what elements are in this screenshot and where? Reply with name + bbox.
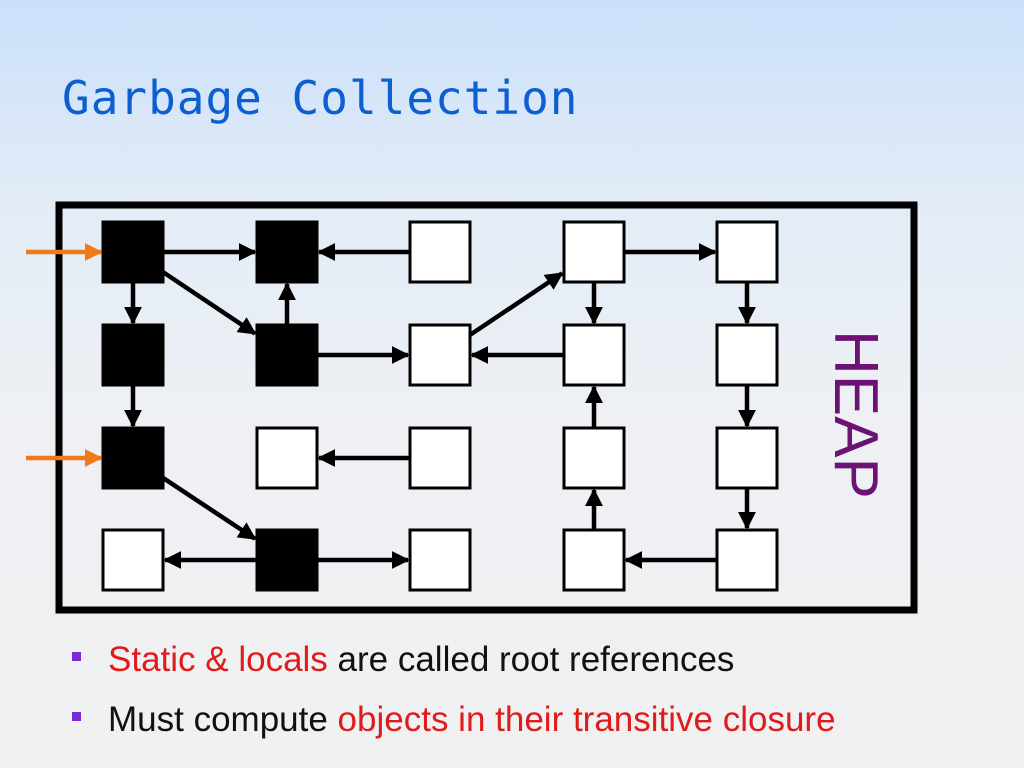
root-reference-arrows bbox=[26, 243, 103, 467]
unreachable-object-b5 bbox=[715, 323, 779, 387]
bullet-square-icon bbox=[72, 652, 81, 661]
unreachable-object-c5 bbox=[715, 426, 779, 490]
bullet-item: Must compute objects in their transitive… bbox=[70, 690, 836, 750]
reachable-object-b2 bbox=[255, 323, 319, 387]
reachable-object-a1 bbox=[101, 220, 165, 284]
reachable-object-a2 bbox=[255, 220, 319, 284]
heap-diagram bbox=[26, 201, 918, 614]
reachable-object-b1 bbox=[101, 323, 165, 387]
unreachable-object-d3 bbox=[408, 528, 472, 592]
heap-label: HEAP bbox=[821, 330, 890, 499]
bullet-list: Static & locals are called root referenc… bbox=[70, 630, 836, 750]
unreachable-object-c2 bbox=[255, 426, 319, 490]
reachable-object-d2 bbox=[255, 528, 319, 592]
unreachable-object-b4 bbox=[562, 323, 626, 387]
unreachable-object-c4 bbox=[562, 426, 626, 490]
unreachable-object-c3 bbox=[408, 426, 472, 490]
slide-title: Garbage Collection bbox=[62, 71, 579, 125]
bullet-text-highlight: Static & locals bbox=[108, 640, 328, 679]
unreachable-object-a4 bbox=[562, 220, 626, 284]
reference-arrow-a1-b2 bbox=[161, 270, 257, 336]
bullet-text: are called root references bbox=[327, 640, 735, 679]
bullet-item: Static & locals are called root referenc… bbox=[70, 630, 836, 690]
bullet-text-highlight: objects in their transitive closure bbox=[337, 700, 836, 739]
bullet-square-icon bbox=[72, 712, 81, 721]
reference-arrow-b3-a4 bbox=[468, 271, 564, 337]
unreachable-object-a5 bbox=[715, 220, 779, 284]
heap-boundary bbox=[55, 201, 918, 614]
unreachable-object-d5 bbox=[715, 528, 779, 592]
unreachable-object-a3 bbox=[408, 220, 472, 284]
unreachable-object-d4 bbox=[562, 528, 626, 592]
unreachable-object-b3 bbox=[408, 323, 472, 387]
reachable-object-c1 bbox=[101, 426, 165, 490]
bullet-text: Must compute bbox=[108, 700, 338, 739]
heap-objects bbox=[101, 220, 779, 592]
heap-edges bbox=[124, 243, 756, 569]
unreachable-object-d1 bbox=[101, 528, 165, 592]
reference-arrow-c1-d2 bbox=[161, 475, 257, 541]
